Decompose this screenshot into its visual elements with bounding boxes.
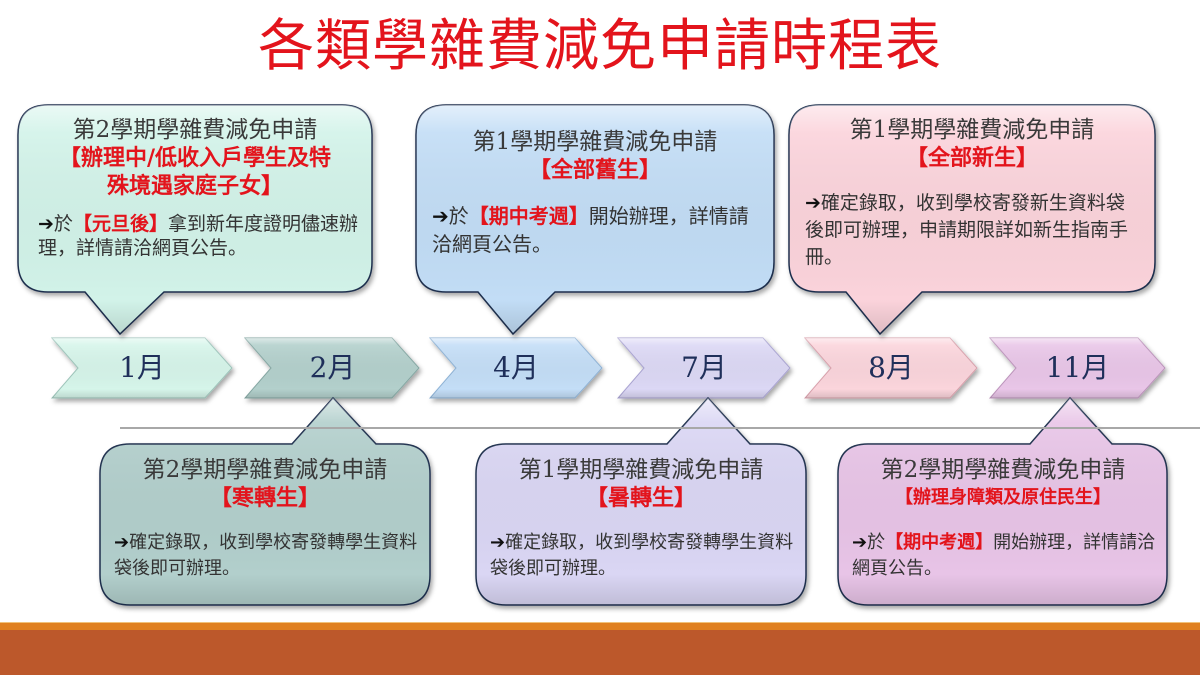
arrow-right-icon: ➔ [490,532,506,553]
month-chevron-7 [616,337,791,399]
month-label-apr: 4月 [493,351,539,384]
callout-body: ➔確定錄取，收到學校寄發新生資料袋後即可辦理，申請期限詳如新生指南手冊。 [805,192,1129,268]
callout-tag: 【暑轉生】 [585,485,696,511]
timeline-divider [120,427,1200,429]
highlight-text: 【期中考週】 [885,532,994,553]
month-chevron-8 [803,337,978,399]
callout-body: ➔於【期中考週】開始辦理，詳情請洽網頁公告。 [852,532,1156,579]
callout-heading: 第1學期學雜費減免申請 [518,457,764,483]
highlight-text: 【期中考週】 [468,204,589,228]
arrow-right-icon: ➔ [805,192,821,214]
month-label-nov: 11月 [1045,351,1110,384]
callout-tag: 【全部舊生】 [528,157,661,183]
highlight-text: 【元旦後】 [72,213,168,235]
month-label-aug: 8月 [868,351,914,384]
month-label-jul: 7月 [681,351,727,384]
callout-jan: 第2學期學雜費減免申請 【辦理中/低收入戶學生及特 殊境遇家庭子女】 ➔於【元旦… [28,116,362,260]
callout-jul: 第1學期學雜費減免申請 【暑轉生】 ➔確定錄取，收到學校寄發轉學生資料袋後即可辦… [486,456,796,582]
callout-body: ➔確定錄取，收到學校寄發轉學生資料袋後即可辦理。 [490,532,794,579]
callout-body: ➔於【元旦後】拿到新年度證明儘速辦理，詳情請洽網頁公告。 [38,213,358,259]
callout-tag-cont: 殊境遇家庭子女】 [106,173,283,199]
callout-aug-shape [788,104,1156,336]
page-title: 各類學雜費減免申請時程表 [258,14,942,79]
month-chevron-11 [988,337,1166,399]
callout-body: ➔確定錄取，收到學校寄發轉學生資料袋後即可辦理。 [114,532,418,579]
callout-jan-shape [17,104,373,336]
footer-band [0,630,1200,675]
month-chevron-1 [50,337,233,399]
arrow-right-icon: ➔ [38,213,54,235]
callout-heading: 第1學期學雜費減免申請 [472,129,718,155]
callout-apr-shape [415,104,775,336]
callout-tag: 【寒轉生】 [209,485,320,511]
callout-aug: 第1學期學雜費減免申請 【全部新生】 ➔確定錄取，收到學校寄發新生資料袋後即可辦… [799,116,1145,271]
callout-nov: 第2學期學雜費減免申請 【辦理身障類及原住民生】 ➔於【期中考週】開始辦理，詳情… [848,456,1158,582]
month-chevron-4 [428,337,603,399]
callout-heading: 第2學期學雜費減免申請 [142,457,388,483]
callout-tag: 【全部新生】 [905,145,1038,171]
arrow-right-icon: ➔ [114,532,130,553]
callout-feb: 第2學期學雜費減免申請 【寒轉生】 ➔確定錄取，收到學校寄發轉學生資料袋後即可辦… [110,456,420,582]
month-chevron-2 [243,337,420,399]
footer-stripe [0,622,1200,631]
callout-heading: 第2學期學雜費減免申請 [72,117,318,143]
callout-tag: 【辦理身障類及原住民生】 [895,487,1111,508]
callout-nov-shape [837,396,1168,606]
callout-heading: 第2學期學雜費減免申請 [880,457,1126,483]
arrow-right-icon: ➔ [432,204,449,228]
month-label-feb: 2月 [309,351,356,384]
month-label-jan: 1月 [119,351,165,384]
callout-feb-shape [99,396,431,606]
callout-jul-shape [475,396,807,606]
callout-tag: 【辦理中/低收入戶學生及特 [58,145,332,171]
arrow-right-icon: ➔ [852,532,868,553]
callout-body: ➔於【期中考週】開始辦理，詳情請洽網頁公告。 [432,204,749,256]
callout-heading: 第1學期學雜費減免申請 [849,117,1095,143]
callout-apr: 第1學期學雜費減免申請 【全部舊生】 ➔於【期中考週】開始辦理，詳情請洽網頁公告… [426,128,764,258]
